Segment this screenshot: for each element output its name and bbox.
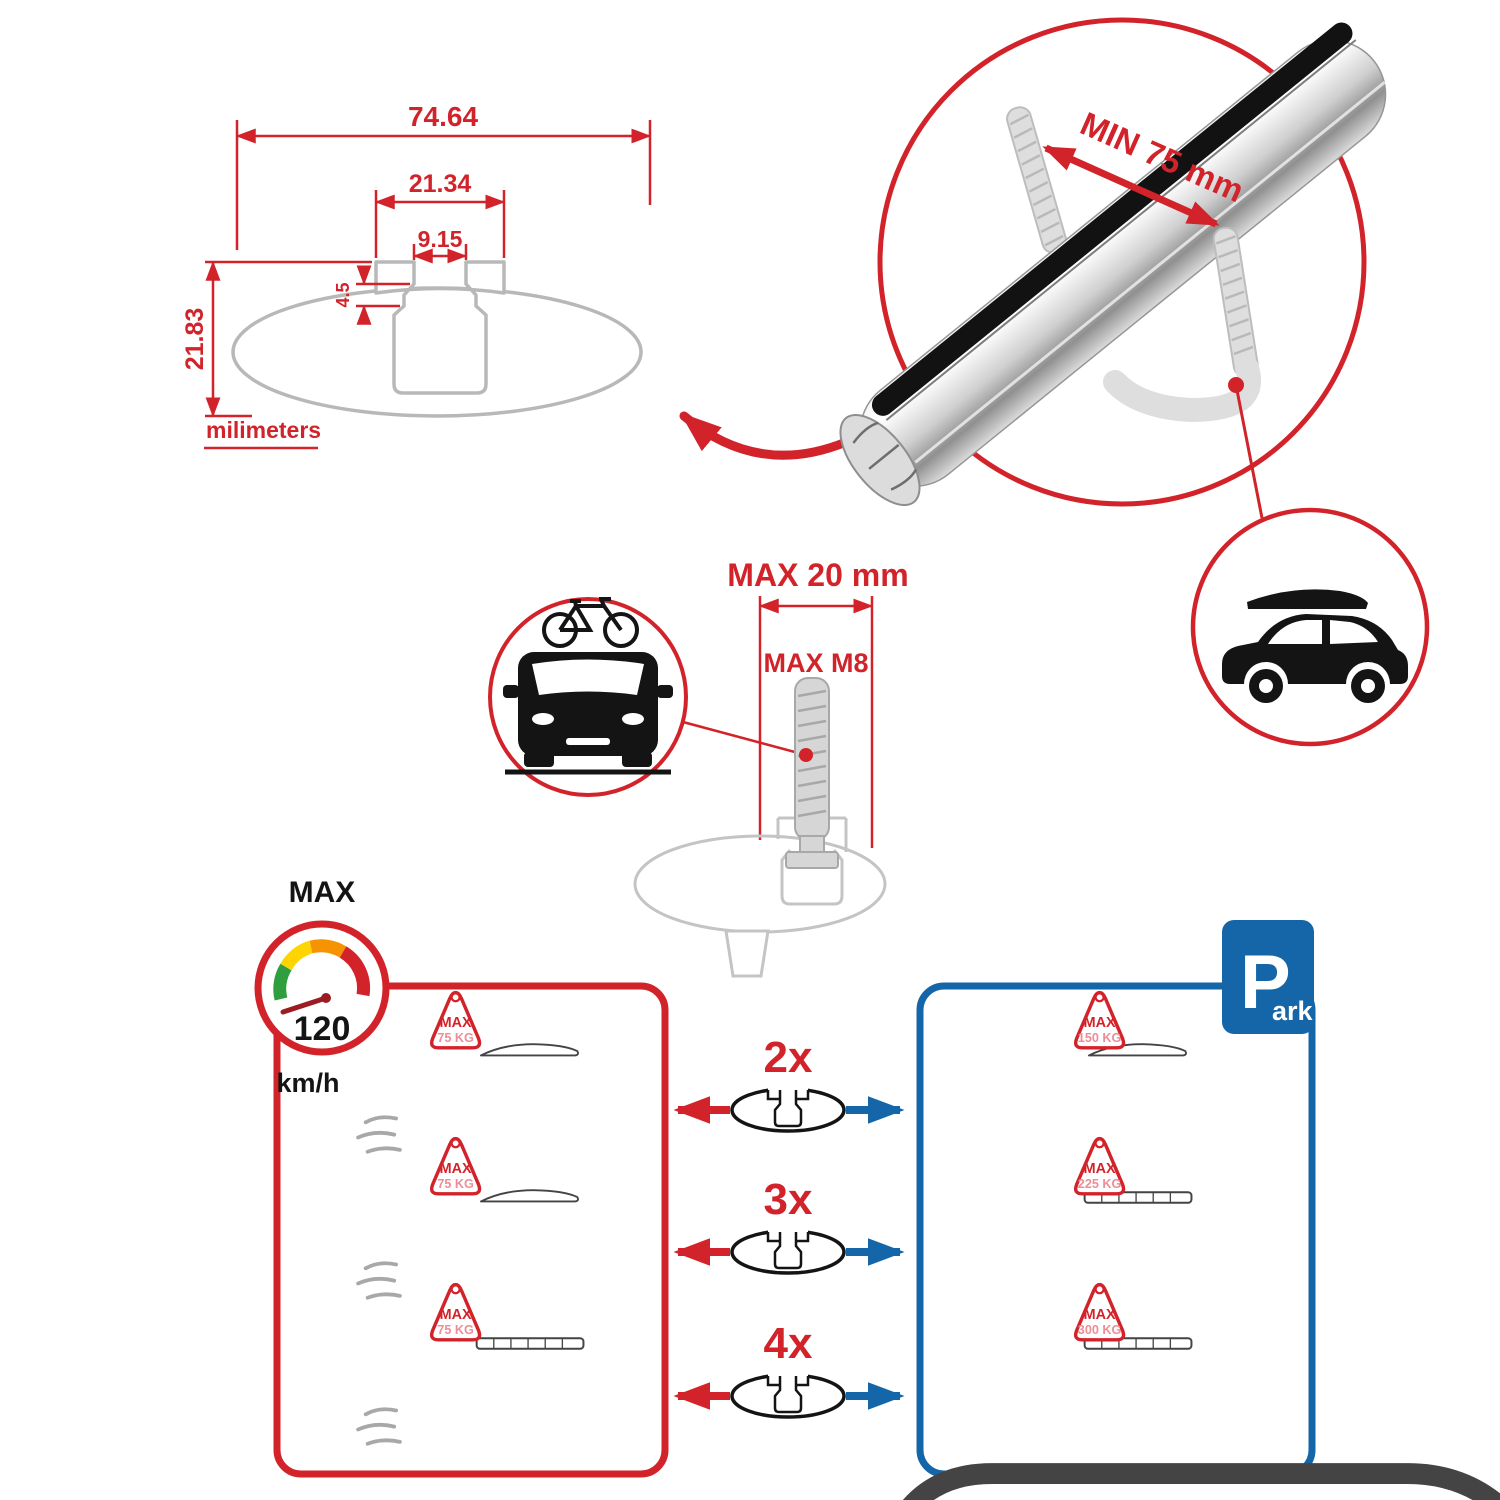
dim-slot-width: 9.15 (418, 226, 463, 252)
dim-profile-height: 21.83 (181, 308, 209, 371)
park-letter: P (1240, 940, 1291, 1025)
crossbar-profile-icon-row1 (730, 1086, 846, 1133)
profile-dimension-drawing: 74.64 21.34 9.15 4.5 21.83 milimeters (181, 101, 652, 450)
badge-max-label: MAX (1084, 1161, 1116, 1177)
count-label-row1: 2x (764, 1033, 813, 1082)
count-label-row3: 4x (764, 1319, 813, 1368)
load-badge-driving-1: MAX 75 KG (429, 990, 482, 1050)
profile-tslot-outline (374, 260, 506, 395)
leader-dot (1228, 377, 1244, 393)
suv-with-roofbox-icon (1222, 589, 1408, 703)
crossbar-count-column: 2x 3x 4x (673, 1033, 905, 1419)
badge-max-label: MAX (440, 1307, 472, 1323)
speed-limit-gauge: MAX 120 km/h (254, 876, 390, 1098)
closeup-to-drawing-arrow (679, 411, 851, 460)
crossbar-profile-icon-row3 (730, 1372, 846, 1419)
dim-total-width: 74.64 (408, 101, 478, 132)
park-sign: P ark (1222, 920, 1314, 1034)
clamp-hook-icon (1103, 356, 1261, 423)
speed-max-title: MAX (289, 876, 356, 909)
load-badge-driving-3: MAX 75 KG (429, 1282, 482, 1342)
suv-side-icon (455, 1471, 1500, 1500)
driving-panel-border (273, 982, 669, 1478)
badge-load-value: 150 KG (1078, 1031, 1122, 1045)
badge-load-value: 300 KG (1078, 1323, 1122, 1337)
park-suffix: ark (1272, 996, 1314, 1026)
bike-icon (542, 597, 639, 648)
badge-max-label: MAX (440, 1161, 472, 1177)
load-badge-parked-2: MAX 225 KG (1073, 1136, 1126, 1196)
max-width-label: MAX 20 mm (727, 557, 908, 593)
car-front-icon (503, 652, 673, 775)
bar-closeup-section: MIN 75 mm (839, 17, 1387, 519)
suv-roofbox-circle (1190, 507, 1430, 747)
dimension-lines (204, 120, 652, 450)
count-label-row2: 3x (764, 1175, 813, 1224)
dim-boss-width: 21.34 (409, 170, 472, 198)
car-front-bike-circle (488, 597, 807, 797)
speed-value: 120 (294, 1010, 351, 1048)
max-thread-label: MAX M8 (763, 648, 868, 678)
dim-lip-depth: 4.5 (333, 282, 353, 307)
load-badge-driving-2: MAX 75 KG (429, 1136, 482, 1196)
park-sign-plate (1222, 920, 1314, 1034)
unit-label: milimeters (206, 417, 321, 443)
leader-line-to-suv (1234, 384, 1264, 519)
min-span-arrow (1042, 144, 1220, 228)
bolt-spec-section: MAX 20 mm MAX M8 (633, 557, 909, 978)
leader-line-to-bolt (682, 720, 807, 757)
load-badge-parked-1: MAX 150 KG (1073, 990, 1126, 1050)
parking-panel-border (916, 982, 1316, 1478)
bolt-dimension-lines (758, 596, 874, 848)
crossbar-profile-icon-row2 (730, 1228, 846, 1275)
badge-max-label: MAX (1084, 1015, 1116, 1031)
badge-load-value: 75 KG (437, 1031, 474, 1045)
badge-load-value: 75 KG (437, 1323, 474, 1337)
ghost-profile (633, 816, 887, 978)
load-badge-parked-3: MAX 300 KG (1073, 1282, 1126, 1342)
badge-max-label: MAX (440, 1015, 472, 1031)
badge-max-label: MAX (1084, 1307, 1116, 1323)
badge-load-value: 75 KG (437, 1177, 474, 1191)
roof-basket-icon (475, 1337, 585, 1350)
badge-load-value: 225 KG (1078, 1177, 1122, 1191)
t-bolt-icon (785, 677, 839, 869)
gauge-needle (280, 995, 329, 1015)
speed-unit: km/h (276, 1068, 339, 1098)
gauge-arc (273, 939, 371, 1001)
bolt-leader-dot (799, 748, 813, 762)
